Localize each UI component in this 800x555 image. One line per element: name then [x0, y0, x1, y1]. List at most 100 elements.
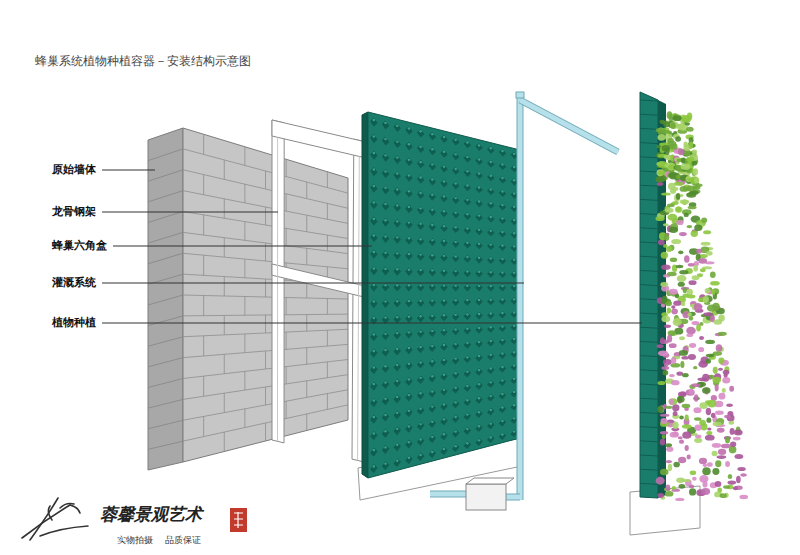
hex-cell: [487, 380, 495, 388]
cell-highlight: [384, 122, 386, 124]
cell-highlight: [396, 156, 398, 158]
leaf: [712, 451, 718, 457]
hex-cell: [429, 404, 436, 412]
hex-cell: [382, 429, 390, 438]
block-joint: [327, 203, 328, 219]
cell-highlight: [466, 213, 468, 215]
cell-highlight: [501, 433, 503, 435]
block-joint: [306, 182, 307, 199]
cell-highlight: [419, 300, 421, 302]
hex-cell: [475, 410, 483, 418]
hex-cell: [499, 217, 507, 224]
cell-highlight: [454, 270, 456, 272]
leaf: [693, 366, 697, 369]
hex-cell: [405, 424, 413, 433]
flower: [718, 393, 725, 400]
flower: [734, 454, 743, 459]
flower: [670, 432, 679, 438]
cell-highlight: [478, 285, 480, 287]
block-joint: [306, 414, 307, 431]
cell-highlight: [408, 143, 410, 145]
wall-end-face: [148, 128, 183, 470]
cell-highlight: [513, 298, 515, 300]
cell-highlight: [431, 239, 433, 241]
flower: [660, 414, 669, 417]
cell-highlight: [454, 343, 456, 345]
leaf: [689, 316, 694, 321]
hex-cell: [499, 433, 507, 440]
leaf: [693, 168, 698, 175]
leaf: [706, 354, 715, 357]
hex-cell: [452, 415, 459, 423]
flower: [692, 477, 697, 481]
cell-highlight: [478, 257, 480, 259]
leaf: [661, 252, 668, 259]
leaf: [677, 275, 687, 282]
cell-highlight: [490, 312, 492, 314]
cell-highlight: [384, 300, 386, 302]
panel-cell-line: [640, 157, 658, 158]
hex-cell: [440, 387, 447, 395]
part-label: 植物种植: [52, 316, 96, 329]
cell-highlight: [443, 270, 445, 272]
hex-cell: [487, 435, 495, 443]
cell-highlight: [384, 316, 386, 318]
cell-highlight: [454, 401, 456, 403]
hex-cell: [464, 413, 472, 421]
leaf: [670, 122, 675, 129]
hex-cell: [405, 158, 413, 167]
cell-highlight: [490, 409, 492, 411]
hex-cell: [394, 426, 402, 435]
cell-highlight: [408, 363, 410, 365]
flower: [678, 436, 683, 439]
cell-highlight: [466, 256, 468, 258]
cell-highlight: [443, 151, 445, 153]
leaf: [662, 370, 668, 376]
hex-cell: [405, 456, 413, 465]
cell-highlight: [454, 430, 456, 432]
hex-cell: [452, 284, 459, 292]
hex-cell: [382, 137, 390, 146]
flower: [669, 399, 673, 405]
block-joint: [148, 420, 183, 429]
hex-cell: [464, 169, 472, 177]
flower: [733, 486, 738, 490]
cell-highlight: [466, 413, 468, 415]
cell-highlight: [454, 197, 456, 199]
hex-cell: [382, 153, 390, 162]
hex-cell: [405, 377, 413, 386]
cell-highlight: [478, 355, 480, 357]
planted-wall-illustration: [630, 92, 748, 535]
cell-highlight: [431, 421, 433, 423]
hex-cell: [487, 325, 495, 333]
hex-cell: [394, 347, 402, 356]
pipe-outline: [520, 100, 618, 152]
cell-highlight: [408, 347, 410, 349]
cell-highlight: [384, 349, 386, 351]
hex-cell: [452, 254, 459, 262]
cell-highlight: [490, 147, 492, 149]
cell-highlight: [396, 300, 398, 302]
flower: [660, 337, 664, 344]
cell-highlight: [501, 177, 503, 179]
hex-cell: [429, 162, 436, 170]
cell-highlight: [384, 430, 386, 432]
hex-cell: [429, 223, 436, 231]
hex-cell: [370, 332, 378, 341]
leaf: [682, 373, 689, 377]
cell-highlight: [384, 219, 386, 221]
block-joint: [148, 212, 183, 223]
hex-cell: [475, 284, 483, 292]
cell-highlight: [454, 284, 456, 286]
leaf: [706, 431, 712, 435]
hex-cell: [429, 238, 436, 246]
hex-cell: [452, 181, 459, 189]
hex-cell: [464, 370, 472, 378]
leaf: [690, 176, 700, 184]
hex-cell: [417, 252, 425, 260]
panel-cell-line: [640, 483, 658, 484]
flower: [698, 258, 707, 264]
cell-highlight: [478, 369, 480, 371]
flower: [694, 303, 702, 311]
